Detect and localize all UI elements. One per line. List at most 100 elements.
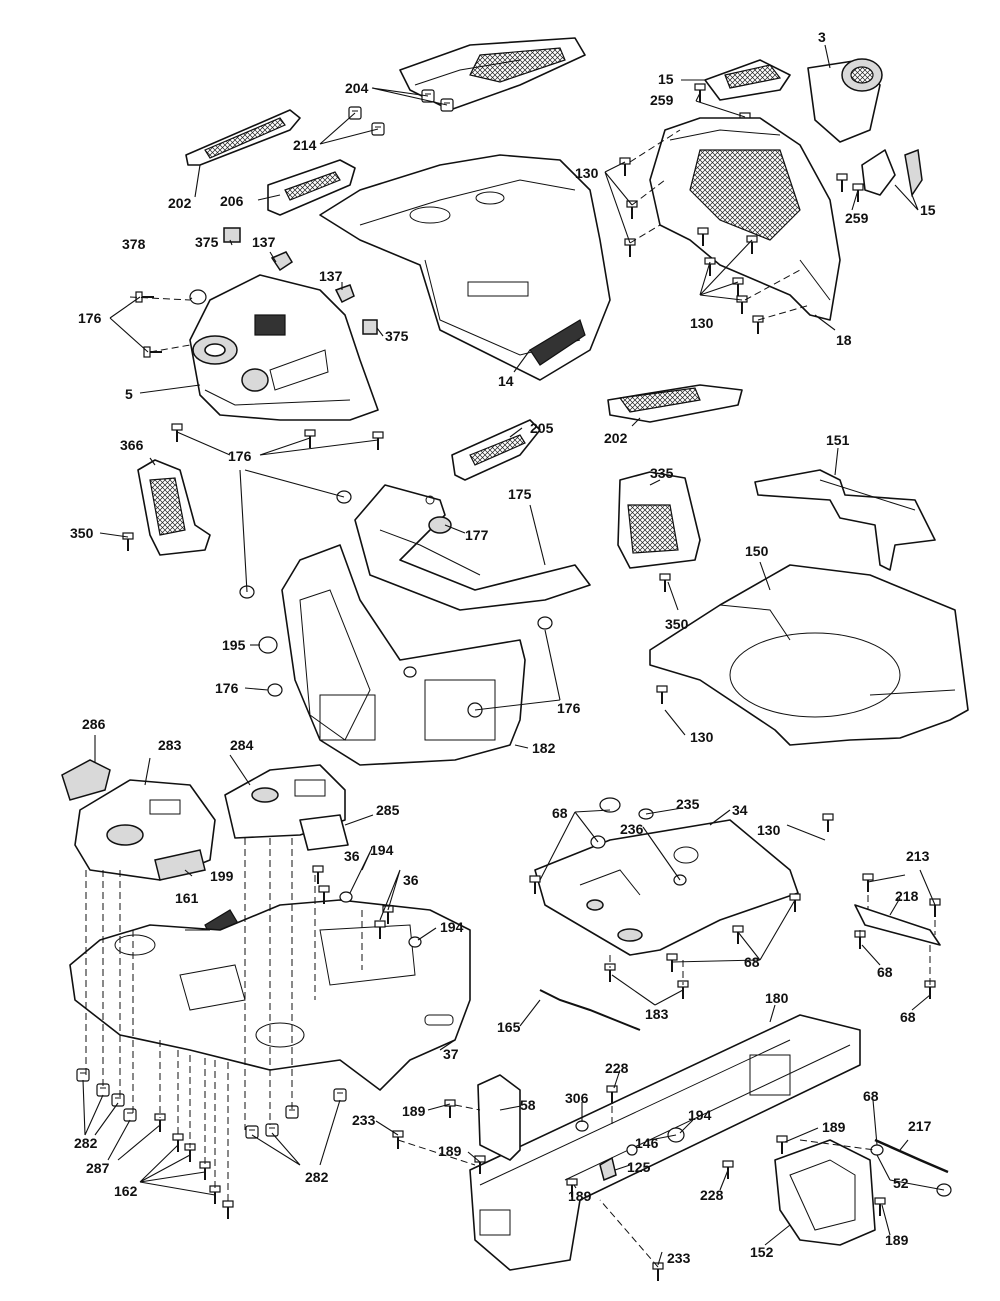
callout-206: 206 [220, 193, 244, 209]
callout-213: 213 [906, 848, 930, 864]
callout-195: 195 [222, 637, 246, 653]
callout-130: 130 [690, 315, 714, 331]
part-15-right-latch [836, 148, 923, 203]
callout-199: 199 [210, 868, 234, 884]
part-285-gasket [299, 814, 349, 851]
callout-189: 189 [438, 1143, 462, 1159]
part-366-side-panel [122, 459, 211, 556]
callout-125: 125 [627, 1159, 651, 1175]
callout-375: 375 [195, 234, 219, 250]
alignment-lines [85, 129, 936, 1268]
callout-151: 151 [826, 432, 850, 448]
part-152-footrest [774, 1139, 876, 1246]
callout-194: 194 [370, 842, 394, 858]
callout-235: 235 [676, 796, 700, 812]
leader-lines [82, 44, 945, 1266]
callout-152: 152 [750, 1244, 774, 1260]
callout-236: 236 [620, 821, 644, 837]
callout-218: 218 [895, 888, 919, 904]
callout-204: 204 [345, 80, 369, 96]
callout-68: 68 [863, 1088, 879, 1104]
callout-205: 205 [530, 420, 554, 436]
callout-176: 176 [215, 680, 239, 696]
callout-286: 286 [82, 716, 106, 732]
callout-189: 189 [822, 1119, 846, 1135]
callout-233: 233 [667, 1250, 691, 1266]
callout-306: 306 [565, 1090, 589, 1106]
part-5-dash-panel [189, 274, 379, 421]
part-34-steering-plate [529, 797, 801, 973]
callout-68: 68 [552, 805, 568, 821]
callout-146: 146 [635, 1135, 659, 1151]
callout-217: 217 [908, 1118, 932, 1134]
callout-137: 137 [252, 234, 276, 250]
callout-202: 202 [168, 195, 192, 211]
callout-58: 58 [520, 1097, 536, 1113]
part-58-bracket [477, 1074, 521, 1161]
callout-228: 228 [605, 1060, 629, 1076]
callout-259: 259 [845, 210, 869, 226]
callout-18: 18 [836, 332, 852, 348]
callout-228: 228 [700, 1187, 724, 1203]
callout-36: 36 [403, 872, 419, 888]
callout-68: 68 [877, 964, 893, 980]
callout-183: 183 [645, 1006, 669, 1022]
callout-34: 34 [732, 802, 748, 818]
callout-68: 68 [900, 1009, 916, 1025]
callout-194: 194 [440, 919, 464, 935]
callout-282: 282 [305, 1169, 329, 1185]
part-378-knob [189, 289, 207, 305]
callout-5: 5 [125, 386, 133, 402]
part-180-frame [469, 1014, 861, 1271]
callout-189: 189 [568, 1188, 592, 1204]
callout-52: 52 [893, 1175, 909, 1191]
callout-287: 287 [86, 1160, 110, 1176]
callout-175: 175 [508, 486, 532, 502]
part-199-clip [154, 849, 206, 881]
callout-37: 37 [443, 1046, 459, 1062]
callout-36: 36 [344, 848, 360, 864]
part-3-emblem-housing [807, 58, 883, 143]
callout-283: 283 [158, 737, 182, 753]
callout-165: 165 [497, 1019, 521, 1035]
callout-366: 366 [120, 437, 144, 453]
part-14-hood [319, 154, 611, 381]
callout-14: 14 [498, 373, 514, 389]
part-165-rod [539, 989, 641, 1031]
part-151-bracket [754, 469, 936, 571]
part-206-bezel [267, 159, 356, 216]
part-175-bracket [354, 484, 591, 611]
callout-176: 176 [78, 310, 102, 326]
part-15-top-bracket [694, 59, 791, 132]
part-375-plugs [223, 227, 378, 335]
callout-282: 282 [74, 1135, 98, 1151]
callout-130: 130 [690, 729, 714, 745]
callout-378: 378 [122, 236, 146, 252]
callout-182: 182 [532, 740, 556, 756]
part-335-grille [617, 471, 701, 593]
callout-189: 189 [885, 1232, 909, 1248]
callout-350: 350 [665, 616, 689, 632]
part-202-upper-lens [185, 109, 301, 166]
part-217-rod [870, 1138, 952, 1197]
fasteners-36-194 [312, 865, 422, 948]
part-205-lens [451, 419, 541, 481]
callout-labels: 3 15 259 204 214 202 206 130 259 15 375 … [70, 29, 936, 1266]
part-204-hood-vent [399, 37, 586, 112]
callout-214: 214 [293, 137, 317, 153]
callout-180: 180 [765, 990, 789, 1006]
callout-150: 150 [745, 543, 769, 559]
callout-233: 233 [352, 1112, 376, 1128]
part-195-plug [258, 636, 278, 654]
part-218-bracket [854, 873, 941, 1000]
callout-259: 259 [650, 92, 674, 108]
part-18-grille-shroud [649, 117, 841, 321]
callout-176: 176 [557, 700, 581, 716]
part-150-floor-pan [649, 564, 969, 833]
callout-3: 3 [818, 29, 826, 45]
callout-375: 375 [385, 328, 409, 344]
callout-162: 162 [114, 1183, 138, 1199]
callout-194: 194 [688, 1107, 712, 1123]
callout-177: 177 [465, 527, 489, 543]
